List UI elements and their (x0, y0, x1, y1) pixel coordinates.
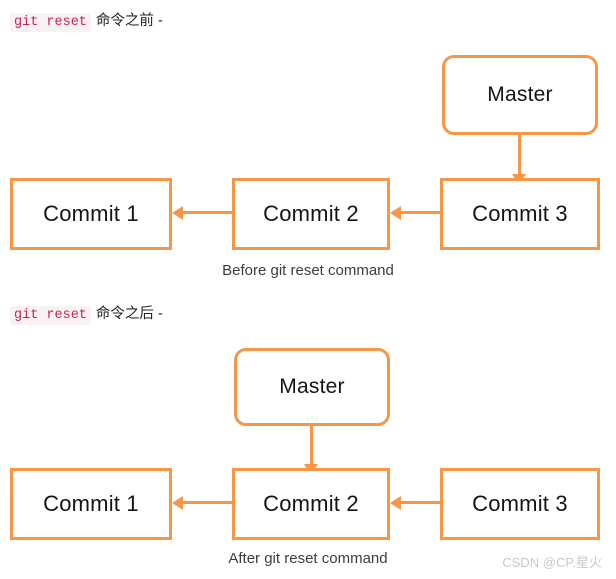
arrow-commit2-to-commit1-before-line (183, 211, 232, 214)
node-commit1-before[interactable]: Commit 1 (10, 178, 172, 250)
caption-after: After git reset command (228, 550, 388, 567)
node-commit1-after[interactable]: Commit 1 (10, 468, 172, 540)
code-badge-git-reset-before: git reset (10, 13, 91, 32)
node-commit3-before[interactable]: Commit 3 (440, 178, 600, 250)
diagram-before-git-reset: Master Commit 1 Commit 2 Commit 3 Before… (0, 40, 616, 290)
arrow-commit3-to-commit2-before-head (390, 206, 401, 220)
arrow-master-to-commit3-before-line (518, 135, 521, 180)
node-commit1-after-label: Commit 1 (43, 491, 139, 516)
node-commit2-before-label: Commit 2 (263, 201, 359, 226)
node-commit2-after[interactable]: Commit 2 (232, 468, 390, 540)
arrow-commit2-to-commit1-after-line (183, 501, 232, 504)
arrow-commit3-to-commit2-before-line (401, 211, 440, 214)
node-master-after-label: Master (279, 375, 345, 398)
node-commit3-after-label: Commit 3 (472, 491, 568, 516)
node-master-before-label: Master (487, 83, 553, 106)
node-commit3-after[interactable]: Commit 3 (440, 468, 600, 540)
arrow-commit2-to-commit1-after-head (172, 496, 183, 510)
node-commit1-before-label: Commit 1 (43, 201, 139, 226)
arrow-commit2-to-commit1-before-head (172, 206, 183, 220)
heading-after-label: 命令之后 - (95, 306, 163, 322)
node-commit3-before-label: Commit 3 (472, 201, 568, 226)
node-master-after[interactable]: Master (234, 348, 390, 426)
caption-before: Before git reset command (222, 262, 394, 279)
arrow-master-to-commit2-after-line (310, 426, 313, 470)
node-commit2-before[interactable]: Commit 2 (232, 178, 390, 250)
node-commit2-after-label: Commit 2 (263, 491, 359, 516)
heading-before-label: 命令之前 - (95, 13, 163, 29)
arrow-commit3-to-commit2-after-line (401, 501, 440, 504)
code-badge-git-reset-after: git reset (10, 306, 91, 325)
node-master-before[interactable]: Master (442, 55, 598, 135)
diagram-after-git-reset: Master Commit 1 Commit 2 Commit 3 After … (0, 330, 616, 575)
arrow-commit3-to-commit2-after-head (390, 496, 401, 510)
watermark-csdn: CSDN @CP.星火 (502, 555, 602, 570)
